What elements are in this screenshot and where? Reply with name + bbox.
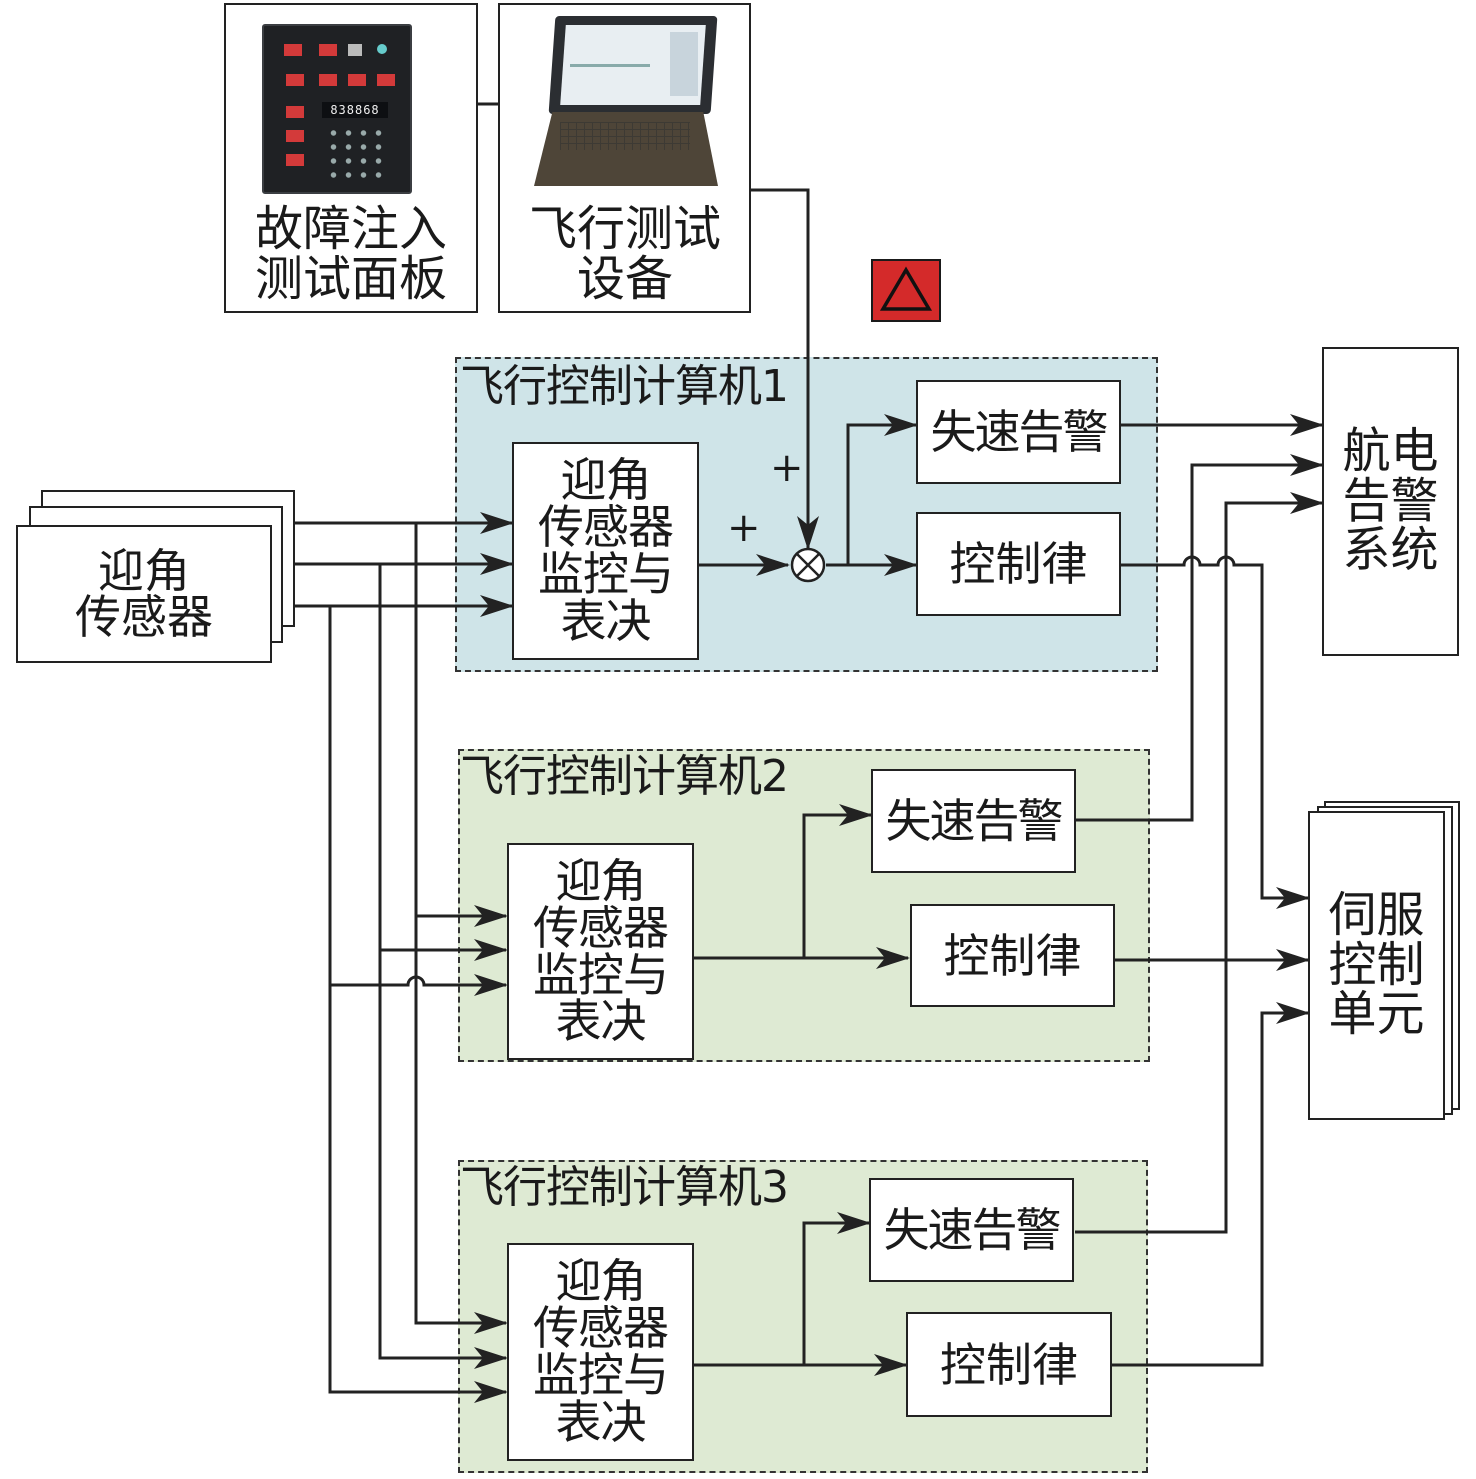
fcc3-voter: 迎角 传感器 监控与 表决 [507,1243,694,1461]
fcc1-title: 飞行控制计算机1 [460,361,789,412]
fcc1-stall-warning: 失速告警 [916,380,1121,484]
plus-sign-left: + [727,505,761,551]
plus-sign-top: + [770,445,804,491]
summing-junction [790,547,826,583]
fault-panel-label: 故障注入 测试面板 [254,201,447,307]
aoa-sensor-box: 迎角 传感器 [16,525,272,663]
warning-triangle-icon [871,259,941,322]
fcc3-stall-warning: 失速告警 [869,1178,1074,1282]
laptop-photo [530,12,730,197]
aoa-sensor-label: 迎角 传感器 [75,544,213,644]
fcc3-title: 飞行控制计算机3 [460,1162,789,1213]
fcc2-voter: 迎角 传感器 监控与 表决 [507,843,694,1060]
fcc2-title: 飞行控制计算机2 [460,751,789,802]
avionics-alert-label: 航电 告警 系统 [1342,422,1439,579]
fcc1-voter: 迎角 传感器 监控与 表决 [512,442,699,660]
panel-segment-display: 838868 [322,102,388,118]
avionics-alert-system: 航电 告警 系统 [1322,347,1459,656]
test-device-label: 飞行测试 设备 [528,201,721,307]
fcc3-control-law: 控制律 [906,1312,1112,1417]
fcc1-control-law: 控制律 [916,512,1121,616]
fcc2-stall-warning: 失速告警 [871,769,1076,873]
fcc2-control-law: 控制律 [910,904,1115,1007]
fault-panel-photo: 838868 [262,24,412,194]
servo-control-unit: 伺服 控制 单元 [1308,811,1445,1120]
servo-unit-label: 伺服 控制 单元 [1328,886,1425,1043]
